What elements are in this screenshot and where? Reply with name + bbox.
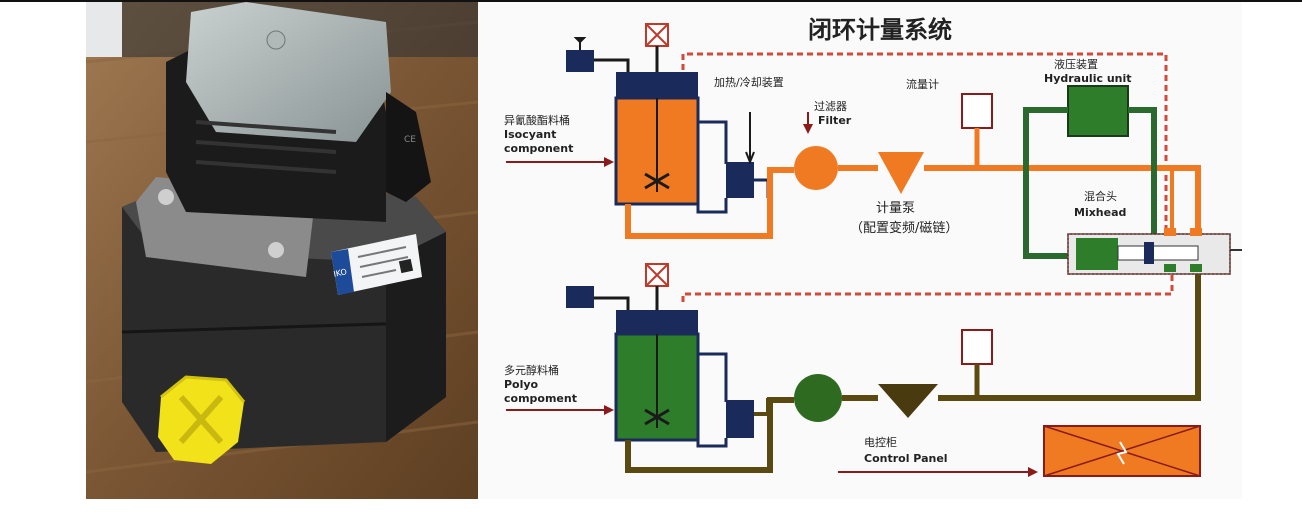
label-control-panel-en: Control Panel bbox=[864, 452, 948, 465]
label-filter-en: Filter bbox=[818, 114, 852, 127]
isocyanate-circuit bbox=[506, 23, 1201, 240]
screw-icon bbox=[268, 242, 284, 258]
polyol-filter-icon bbox=[794, 374, 842, 422]
signal-line-bottom bbox=[681, 262, 1174, 302]
polyol-flowmeter-icon bbox=[961, 329, 993, 365]
polyol-pump-icon bbox=[878, 384, 938, 418]
control-panel-icon bbox=[838, 425, 1201, 477]
iso-flowmeter-icon bbox=[961, 93, 993, 129]
polyol-circuit bbox=[506, 263, 1201, 473]
mixer-motor-icon bbox=[566, 286, 594, 308]
label-hydraulic-en: Hydraulic unit bbox=[1044, 72, 1132, 85]
label-brand: IKO bbox=[333, 267, 348, 279]
metering-diagram: 闭环计量系统 bbox=[478, 2, 1242, 499]
mixer-motor-icon bbox=[566, 50, 594, 72]
label-polyol-cn: 多元醇料桶 bbox=[504, 363, 559, 377]
top-border bbox=[0, 0, 1302, 2]
iso-pump-icon bbox=[878, 152, 924, 194]
iso-filter-icon bbox=[794, 146, 838, 190]
cover-screw-icon bbox=[266, 30, 286, 50]
diagram-title: 闭环计量系统 bbox=[808, 16, 952, 44]
label-pump-drive: （配置变频/磁链） bbox=[850, 220, 958, 236]
label-filter-cn: 过滤器 bbox=[814, 100, 847, 113]
hydraulic-circuit bbox=[1023, 85, 1157, 259]
label-mixhead-en: Mixhead bbox=[1074, 206, 1126, 219]
label-isocyanate-cn: 异氰酸酯料桶 bbox=[504, 113, 570, 127]
label-mixhead-cn: 混合头 bbox=[1084, 189, 1117, 203]
label-control-panel-cn: 电控柜 bbox=[864, 435, 897, 449]
label-heater-cooler: 加热/冷却装置 bbox=[714, 76, 784, 89]
mixhead-icon bbox=[1067, 228, 1242, 275]
connector-cover bbox=[186, 2, 391, 142]
label-metering-pump: 计量泵 bbox=[876, 201, 915, 216]
signal-line-top bbox=[681, 52, 1168, 240]
polyol-tank-lid bbox=[616, 310, 698, 334]
label-isocyanate-en-2: component bbox=[504, 142, 573, 155]
screw-icon bbox=[158, 189, 174, 205]
label-polyol-en-2: compoment bbox=[504, 392, 577, 405]
label-polyol-en-1: Polyo bbox=[504, 378, 539, 391]
iso-tank-lid bbox=[616, 72, 698, 98]
ce-mark: CE bbox=[404, 135, 416, 145]
yellow-plug-icon bbox=[158, 375, 246, 464]
qr-code-icon bbox=[398, 258, 414, 274]
pump-photo: CE IKO bbox=[86, 2, 478, 499]
label-hydraulic-cn: 液压装置 bbox=[1054, 57, 1098, 71]
heat-exchanger-icon bbox=[726, 400, 754, 438]
heat-exchanger-icon bbox=[726, 162, 754, 198]
product-label: IKO bbox=[331, 234, 422, 295]
hydraulic-unit-icon bbox=[1067, 85, 1129, 137]
label-isocyanate-en-1: Isocyant bbox=[504, 128, 556, 141]
label-flowmeter: 流量计 bbox=[906, 77, 939, 91]
